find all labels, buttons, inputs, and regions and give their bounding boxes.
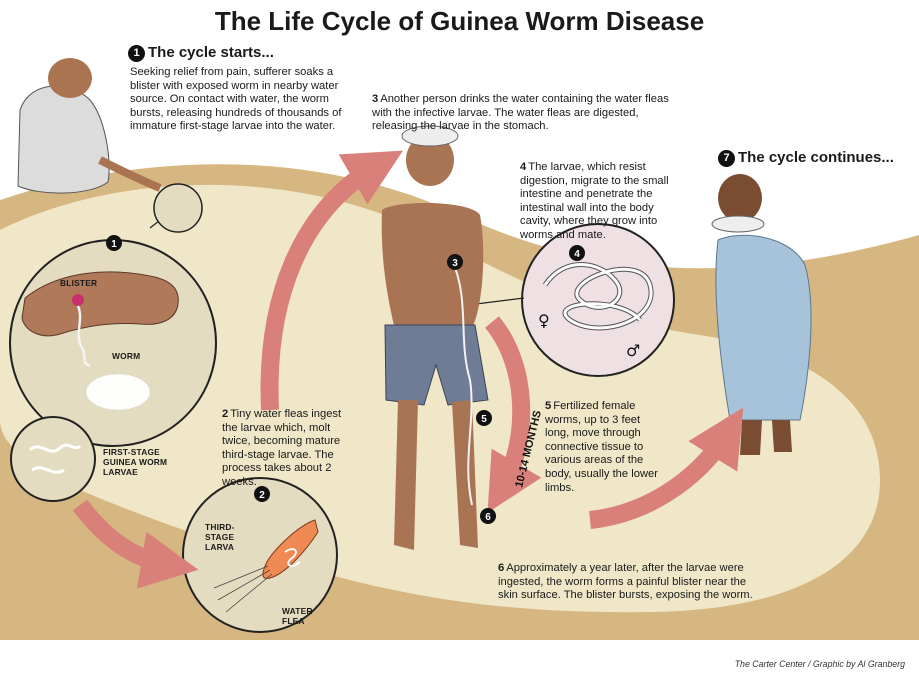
female-symbol: ♀ [538,311,550,330]
step-3-number: 3 [372,93,379,105]
arrow-4-to-6 [484,316,542,513]
page-title: The Life Cycle of Guinea Worm Disease [214,6,705,36]
badge-1: 1 [106,235,122,251]
larvae-closeup [10,416,96,502]
svg-text:2: 2 [259,490,265,501]
badge-6: 6 [480,508,496,524]
third-stage-larva-label: THIRD-STAGE LARVA [205,522,235,552]
step-1-number: 1 [128,45,145,62]
step-1-heading-text: The cycle starts... [148,44,274,61]
badge-2: 2 [254,486,270,502]
step-1-text: Seeking relief from pain, sufferer soaks… [130,66,342,133]
water-flea-label: WATER FLEA [282,606,313,626]
svg-text:5: 5 [481,414,487,425]
blister-label: BLISTER [60,278,98,288]
step-6-body: Approximately a year later, after the la… [498,562,753,602]
worm-label: WORM [112,351,141,361]
svg-text:4: 4 [574,249,580,260]
step-5-body: Fertilized female worms, up to 3 feet lo… [545,400,658,494]
badge-3: 3 [447,254,463,270]
step-6-number: 6 [498,562,505,574]
foot-closeup [9,239,217,447]
male-symbol: ♂ [626,341,640,360]
badge-4: 4 [569,245,585,261]
step-2-body: Tiny water fleas ingest the larvae which… [222,408,342,488]
worms-closeup [521,223,675,377]
step-7-heading-text: The cycle continues... [738,149,894,166]
svg-text:3: 3 [452,258,458,269]
arrow-6-to-7 [588,407,744,529]
woman-figure [711,174,812,455]
step-4-body: The larvae, which resist digestion, migr… [520,161,669,241]
sufferer-figure [17,58,203,233]
svg-text:6: 6 [485,512,491,523]
step-7-number: 7 [718,150,735,167]
arrow-1-to-2 [72,499,199,589]
step-2-number: 2 [222,408,229,420]
step-5-number: 5 [545,400,552,412]
first-stage-larvae-label: FIRST-STAGE GUINEA WORM LARVAE [103,447,168,477]
credit-text: The Carter Center / Graphic by Al Granbe… [734,659,905,669]
connector-line [475,297,525,305]
drinking-man-figure [381,125,489,550]
badge-5: 5 [476,410,492,426]
water-flea-closeup [182,477,338,633]
svg-text:1: 1 [111,239,117,250]
step-4-number: 4 [520,161,527,173]
step-3-body: Another person drinks the water containi… [372,93,669,133]
arrow-2-to-3 [260,150,403,411]
